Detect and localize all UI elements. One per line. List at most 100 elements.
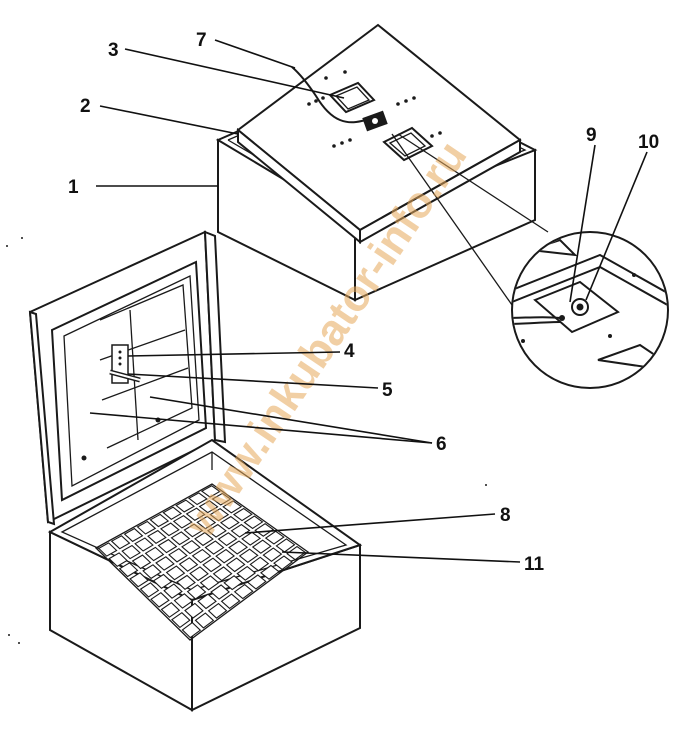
egg-tray-cell xyxy=(210,584,230,600)
egg-tray-cell xyxy=(144,546,165,562)
egg-tray-grid xyxy=(94,483,310,641)
callout-10: 10 xyxy=(638,132,659,153)
sensor-wire xyxy=(391,133,513,306)
callout-11: 11 xyxy=(524,554,545,575)
incubator-lid-side-right xyxy=(359,138,521,244)
leader-5 xyxy=(127,373,379,389)
egg-tray-cell xyxy=(162,506,183,520)
egg-tray-frame xyxy=(94,483,310,641)
egg-tray-cell xyxy=(209,508,230,522)
egg-tray-cell xyxy=(254,523,275,537)
egg-tray-cell xyxy=(185,507,206,521)
egg-tray-cell xyxy=(139,582,160,598)
egg-tray-cell xyxy=(171,611,191,629)
egg-tray-cell xyxy=(189,566,209,582)
heater-frame xyxy=(99,284,193,449)
egg-tray-cell xyxy=(108,552,128,567)
egg-tray-cell xyxy=(241,531,262,546)
egg-tray-cell xyxy=(232,507,253,522)
egg-tray-cell xyxy=(178,557,199,572)
egg-tray-cell xyxy=(157,538,178,554)
leader-lines xyxy=(89,39,648,563)
egg-tray-cell xyxy=(170,531,191,546)
egg-tray-cell xyxy=(197,593,217,610)
egg-tray-cell xyxy=(155,556,175,571)
egg-tray-cell xyxy=(219,515,240,530)
egg-tray-cell xyxy=(228,540,249,555)
detail-screw xyxy=(559,315,565,321)
leader-3 xyxy=(124,48,345,99)
scan-specks xyxy=(6,237,487,644)
egg-tray-cell xyxy=(273,555,293,571)
egg-tray-cell xyxy=(251,539,272,554)
egg-tray-cell xyxy=(110,535,131,550)
egg-tray-cell xyxy=(123,527,144,543)
egg-tray-cell xyxy=(136,520,157,535)
egg-tray-cell xyxy=(181,621,202,639)
egg-tray-cell xyxy=(147,529,167,544)
egg-tray-cell xyxy=(207,602,228,619)
leader-4 xyxy=(127,351,341,357)
egg-tray-cell xyxy=(194,531,214,547)
leader-8 xyxy=(244,513,496,534)
callout-7: 7 xyxy=(196,30,207,51)
egg-tray-cell xyxy=(220,593,241,610)
egg-tray-cell xyxy=(183,523,204,538)
egg-tray-cell xyxy=(118,562,139,578)
egg-tray-cell xyxy=(129,572,149,588)
detail-wire xyxy=(513,316,561,319)
egg-tray-cell xyxy=(176,574,196,590)
callout-3: 3 xyxy=(108,40,119,61)
lid-vent-holes xyxy=(307,70,442,148)
egg-tray-cell xyxy=(186,584,207,600)
egg-tray-cell xyxy=(233,583,254,600)
egg-tray-cell xyxy=(163,583,183,599)
egg-tray-cell xyxy=(134,537,154,552)
egg-tray-cell xyxy=(206,523,227,538)
egg-tray-cell xyxy=(259,564,280,580)
egg-tray-cell xyxy=(215,548,236,564)
leader-9 xyxy=(569,144,596,303)
egg-tray-cell xyxy=(173,593,194,609)
egg-tray-cell xyxy=(181,540,201,555)
egg-tray-cell xyxy=(131,554,152,570)
egg-tray-cell xyxy=(159,522,180,537)
open-incubator xyxy=(28,230,363,712)
callout-9: 9 xyxy=(586,125,597,146)
callout-4: 4 xyxy=(344,341,355,362)
egg-tray-cell xyxy=(198,500,219,514)
egg-tray-cell xyxy=(223,575,243,591)
egg-tray-cell xyxy=(194,612,215,629)
leader-6b xyxy=(149,396,433,444)
egg-tray-cell xyxy=(222,500,243,514)
egg-tray-cell xyxy=(238,548,259,563)
egg-tray-cell xyxy=(264,530,285,545)
callout-5: 5 xyxy=(382,380,393,401)
egg-tray-cell xyxy=(262,547,283,562)
egg-tray-cell xyxy=(149,513,170,528)
lid-window-second xyxy=(382,126,434,162)
leader-10 xyxy=(585,151,648,301)
egg-tray-cell xyxy=(243,515,264,530)
egg-tray-cell xyxy=(191,548,212,564)
leader-2 xyxy=(99,105,239,135)
callout-6: 6 xyxy=(436,434,447,455)
egg-tray-cell xyxy=(249,556,270,572)
lid-viewing-window xyxy=(328,81,376,114)
egg-tray-cell xyxy=(225,557,246,573)
egg-tray-cell xyxy=(152,573,173,589)
callout-1: 1 xyxy=(68,177,79,198)
callouts: 1 2 3 7 9 10 4 5 6 8 11 xyxy=(68,30,659,575)
egg-tray-cell xyxy=(165,565,186,581)
egg-tray-cell xyxy=(202,557,222,573)
heating-lamp xyxy=(81,455,87,461)
thermostat-knob xyxy=(372,118,378,124)
leader-7 xyxy=(214,39,296,69)
egg-tray-cell xyxy=(230,523,251,538)
egg-tray-cell xyxy=(172,515,193,529)
detail-view xyxy=(511,231,669,389)
leader-6a xyxy=(89,412,433,444)
egg-tray-cell xyxy=(168,548,188,563)
egg-tray-cell xyxy=(200,485,221,498)
